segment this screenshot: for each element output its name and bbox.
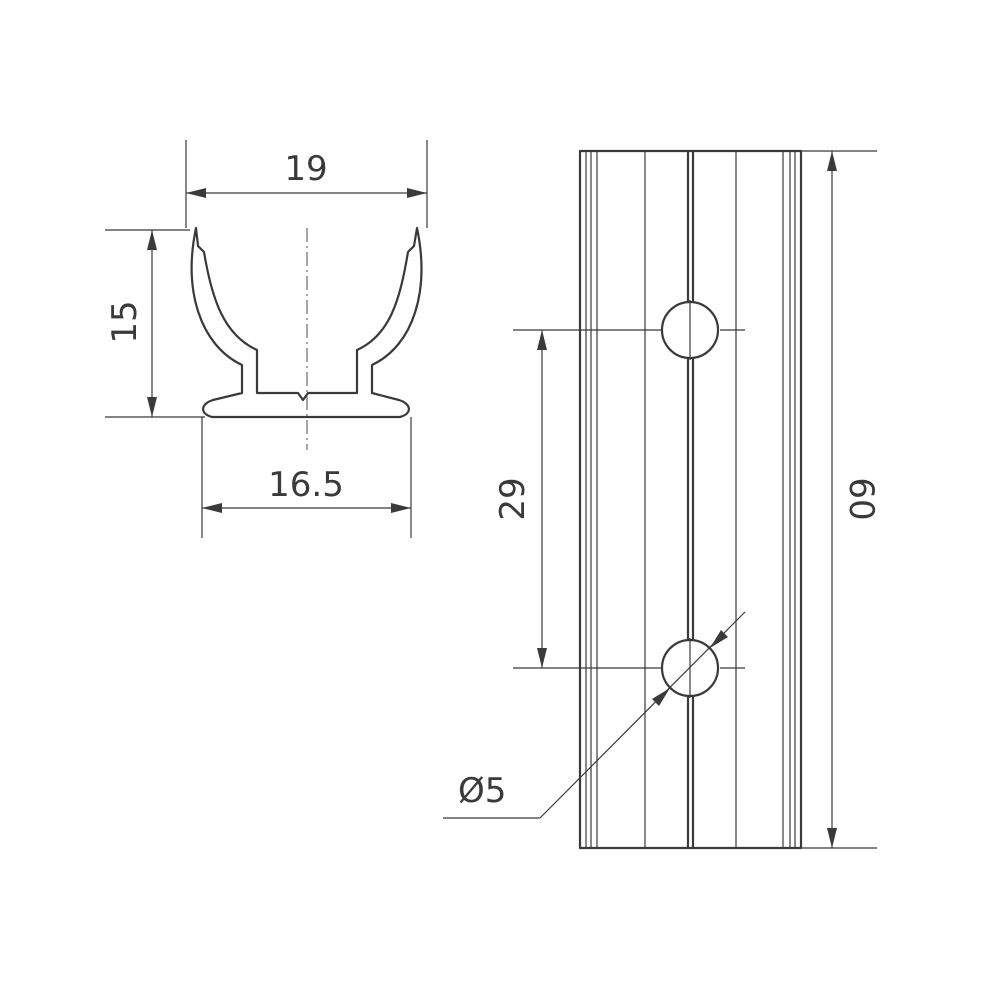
dimension-width-base-label: 16.5 <box>268 465 344 505</box>
dimension-width-base: 16.5 <box>201 417 412 538</box>
profile-outline <box>190 226 423 419</box>
side-view-outline <box>578 149 803 850</box>
dimension-hole-spacing: 29 <box>493 329 662 669</box>
dimension-height-left-label: 15 <box>105 300 145 343</box>
dimension-hole-diameter: Ø5 <box>443 611 746 819</box>
dimension-width-top-label: 19 <box>284 149 327 189</box>
dimension-hole-spacing-label: 29 <box>493 477 533 520</box>
dimension-height-left: 15 <box>105 229 205 418</box>
dimension-length: 60 <box>801 150 881 849</box>
dimension-length-label: 60 <box>841 477 881 520</box>
side-view: 29 60 Ø5 <box>443 149 881 850</box>
dimension-hole-diameter-label: Ø5 <box>458 771 506 811</box>
dimension-width-top: 19 <box>185 140 428 228</box>
cross-section-view: 19 15 16.5 <box>105 140 428 538</box>
side-view-profile-lines <box>585 151 796 848</box>
